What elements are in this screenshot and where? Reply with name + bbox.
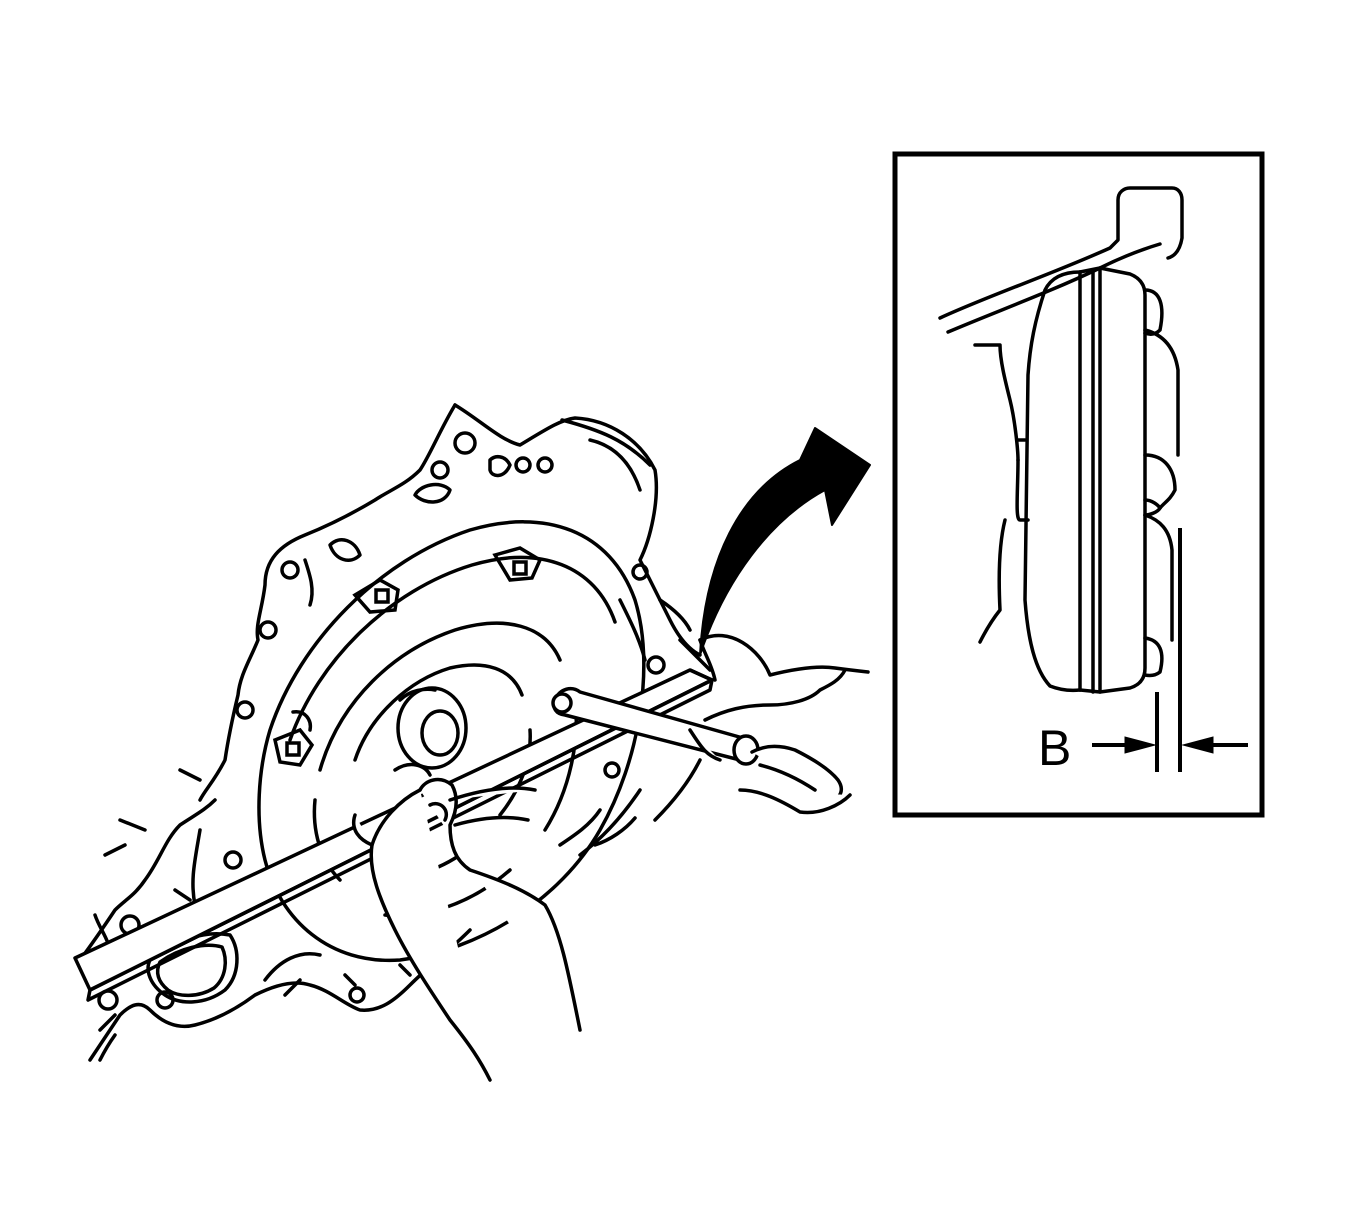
dimension-arrowhead-right	[1181, 736, 1214, 754]
dimension-b-label: B	[1038, 720, 1071, 776]
hands	[352, 633, 870, 1082]
detail-inset: B	[892, 151, 1265, 818]
detail-converter-profile	[938, 186, 1184, 694]
dimension-b-indicator	[1092, 528, 1248, 772]
detail-pointer-arrow	[699, 427, 871, 656]
dimension-arrowhead-left	[1124, 736, 1157, 754]
